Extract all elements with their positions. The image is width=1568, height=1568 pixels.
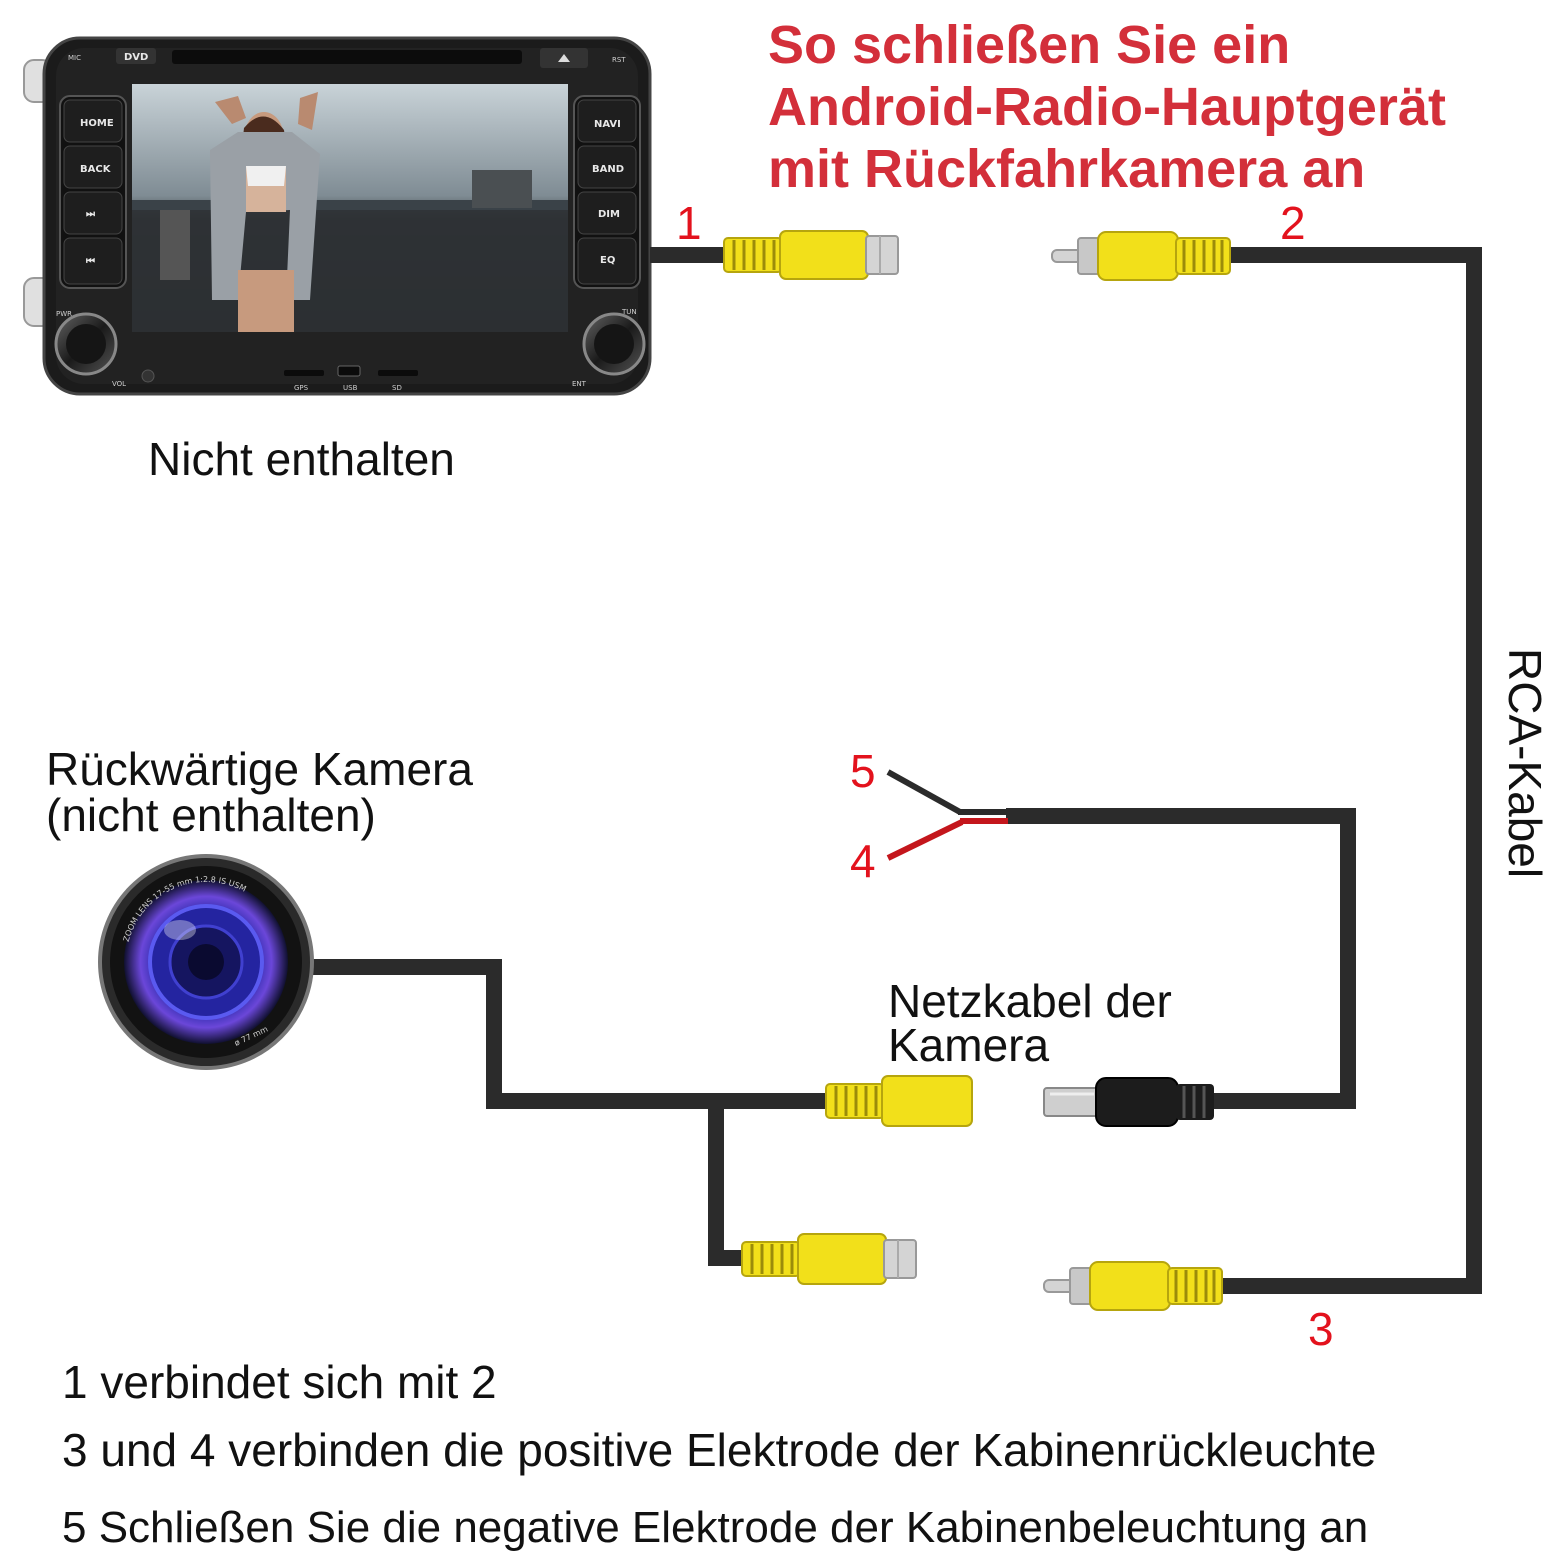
left-button-column: HOME BACK ⏭ ⏮	[59, 95, 127, 289]
dvd-label: DVD	[124, 52, 148, 63]
rca-cable-label: RCA-Kabel	[1499, 648, 1551, 879]
note-3: 5 Schließen Sie die negative Elektrode d…	[62, 1503, 1369, 1552]
marker-2: 2	[1280, 197, 1306, 249]
dim-button-label: DIM	[598, 209, 620, 220]
camera-branch-cable	[708, 1101, 745, 1266]
marker-3: 3	[1308, 1303, 1334, 1355]
next-track-button[interactable]	[63, 191, 123, 235]
cables	[310, 247, 1482, 1294]
title-line-2: Android-Radio-Hauptgerät	[768, 77, 1446, 137]
back-button[interactable]	[63, 145, 123, 189]
rca-male-connector-3	[1043, 1261, 1223, 1311]
title-line-1: So schließen Sie ein	[768, 15, 1291, 75]
note-1: 1 verbindet sich mit 2	[62, 1356, 497, 1408]
band-button[interactable]	[577, 145, 637, 189]
gps-label: GPS	[294, 384, 309, 392]
prev-track-icon: ⏮	[86, 256, 95, 267]
rca-female-connector-1	[723, 230, 899, 280]
right-button-column: NAVI BAND DIM EQ	[573, 95, 641, 289]
navi-button[interactable]	[577, 99, 637, 143]
rca-male-connector-2	[1051, 231, 1231, 281]
band-button-label: BAND	[592, 164, 624, 175]
screen-figure	[210, 92, 320, 332]
dc-power-plug	[1043, 1077, 1214, 1127]
radio-caption: Nicht enthalten	[148, 433, 455, 485]
radio-head-unit: DVD MIC RST HOME BACK	[23, 36, 652, 396]
dim-button[interactable]	[577, 191, 637, 235]
prev-track-button[interactable]	[63, 237, 123, 285]
pwr-label: PWR	[56, 310, 72, 318]
vol-label: VOL	[112, 380, 126, 388]
note-2: 3 und 4 verbinden die positive Elektrode…	[62, 1424, 1377, 1476]
camera-lens-icon: ZOOM LENS 17-55 mm 1:2.8 IS USM ø 77 mm	[98, 854, 314, 1070]
navi-button-label: NAVI	[594, 119, 621, 130]
camera-caption-line-2: (nicht enthalten)	[46, 789, 376, 841]
eq-button-label: EQ	[600, 255, 615, 266]
eject-icon	[558, 54, 570, 62]
sd-label: SD	[392, 384, 402, 392]
black-wire	[886, 769, 962, 815]
mic-hole	[141, 369, 155, 383]
home-button-label: HOME	[80, 118, 114, 129]
rst-label: RST	[612, 56, 626, 64]
mic-label: MIC	[68, 54, 81, 62]
camera-branch-rca-female-connector	[741, 1233, 917, 1285]
ent-label: ENT	[572, 380, 587, 388]
title-line-3: mit Rückfahrkamera an	[768, 139, 1366, 199]
power-wire-split	[886, 769, 1008, 861]
page-title: So schließen Sie ein Android-Radio-Haupt…	[768, 14, 1548, 200]
usb-label: USB	[343, 384, 358, 392]
back-button-label: BACK	[80, 164, 112, 175]
camera-caption-line-1: Rückwärtige Kamera	[46, 743, 473, 795]
camera-cable	[310, 959, 830, 1109]
tun-label: TUN	[621, 308, 637, 316]
eq-button[interactable]	[577, 237, 637, 285]
marker-4: 4	[850, 835, 876, 887]
marker-5: 5	[850, 745, 876, 797]
power-cable-caption-line-2: Kamera	[888, 1019, 1050, 1071]
power-cable-caption-line-1: Netzkabel der	[888, 975, 1172, 1027]
red-wire	[886, 819, 964, 861]
next-track-icon: ⏭	[86, 209, 95, 220]
camera-rca-female-connector	[825, 1075, 973, 1127]
marker-1: 1	[676, 197, 702, 249]
rca-main-cable	[1220, 247, 1482, 1294]
home-button[interactable]	[63, 99, 123, 143]
power-cable	[1006, 808, 1356, 1109]
